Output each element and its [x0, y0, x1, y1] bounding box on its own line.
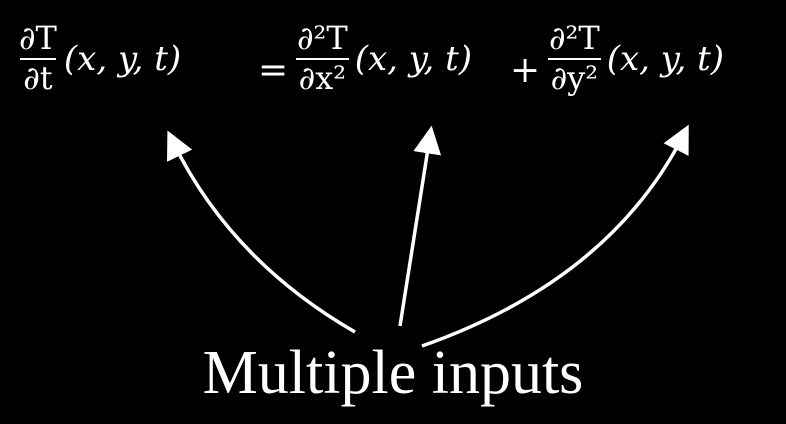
multiple-inputs-label: Multiple inputs: [202, 339, 584, 407]
equals-sign: =: [258, 50, 289, 91]
term-yy: ∂²T ∂y² (x, y, t): [546, 19, 725, 96]
term-yy-denominator: ∂y²: [547, 57, 602, 96]
term-xx-fraction: ∂²T ∂x²: [294, 19, 351, 96]
term-yy-numerator: ∂²T: [549, 19, 600, 57]
arrow-left: [167, 130, 356, 334]
term-xx: ∂²T ∂x² (x, y, t): [294, 19, 473, 96]
lhs-denominator: ∂t: [20, 57, 56, 96]
plus-sign: +: [510, 50, 541, 91]
term-yy-fraction: ∂²T ∂y²: [546, 19, 603, 96]
term-xx-denominator: ∂x²: [295, 57, 350, 96]
lhs-numerator: ∂T: [19, 19, 57, 57]
arrow-middle: [398, 125, 442, 327]
arrow-right: [421, 124, 689, 348]
lhs-fraction: ∂T ∂t: [16, 19, 60, 96]
term-xx-args: (x, y, t): [354, 38, 473, 79]
lhs-args: (x, y, t): [63, 38, 182, 79]
term-yy-args: (x, y, t): [606, 38, 725, 79]
term-xx-numerator: ∂²T: [297, 19, 348, 57]
lhs-term: ∂T ∂t (x, y, t): [16, 19, 182, 96]
